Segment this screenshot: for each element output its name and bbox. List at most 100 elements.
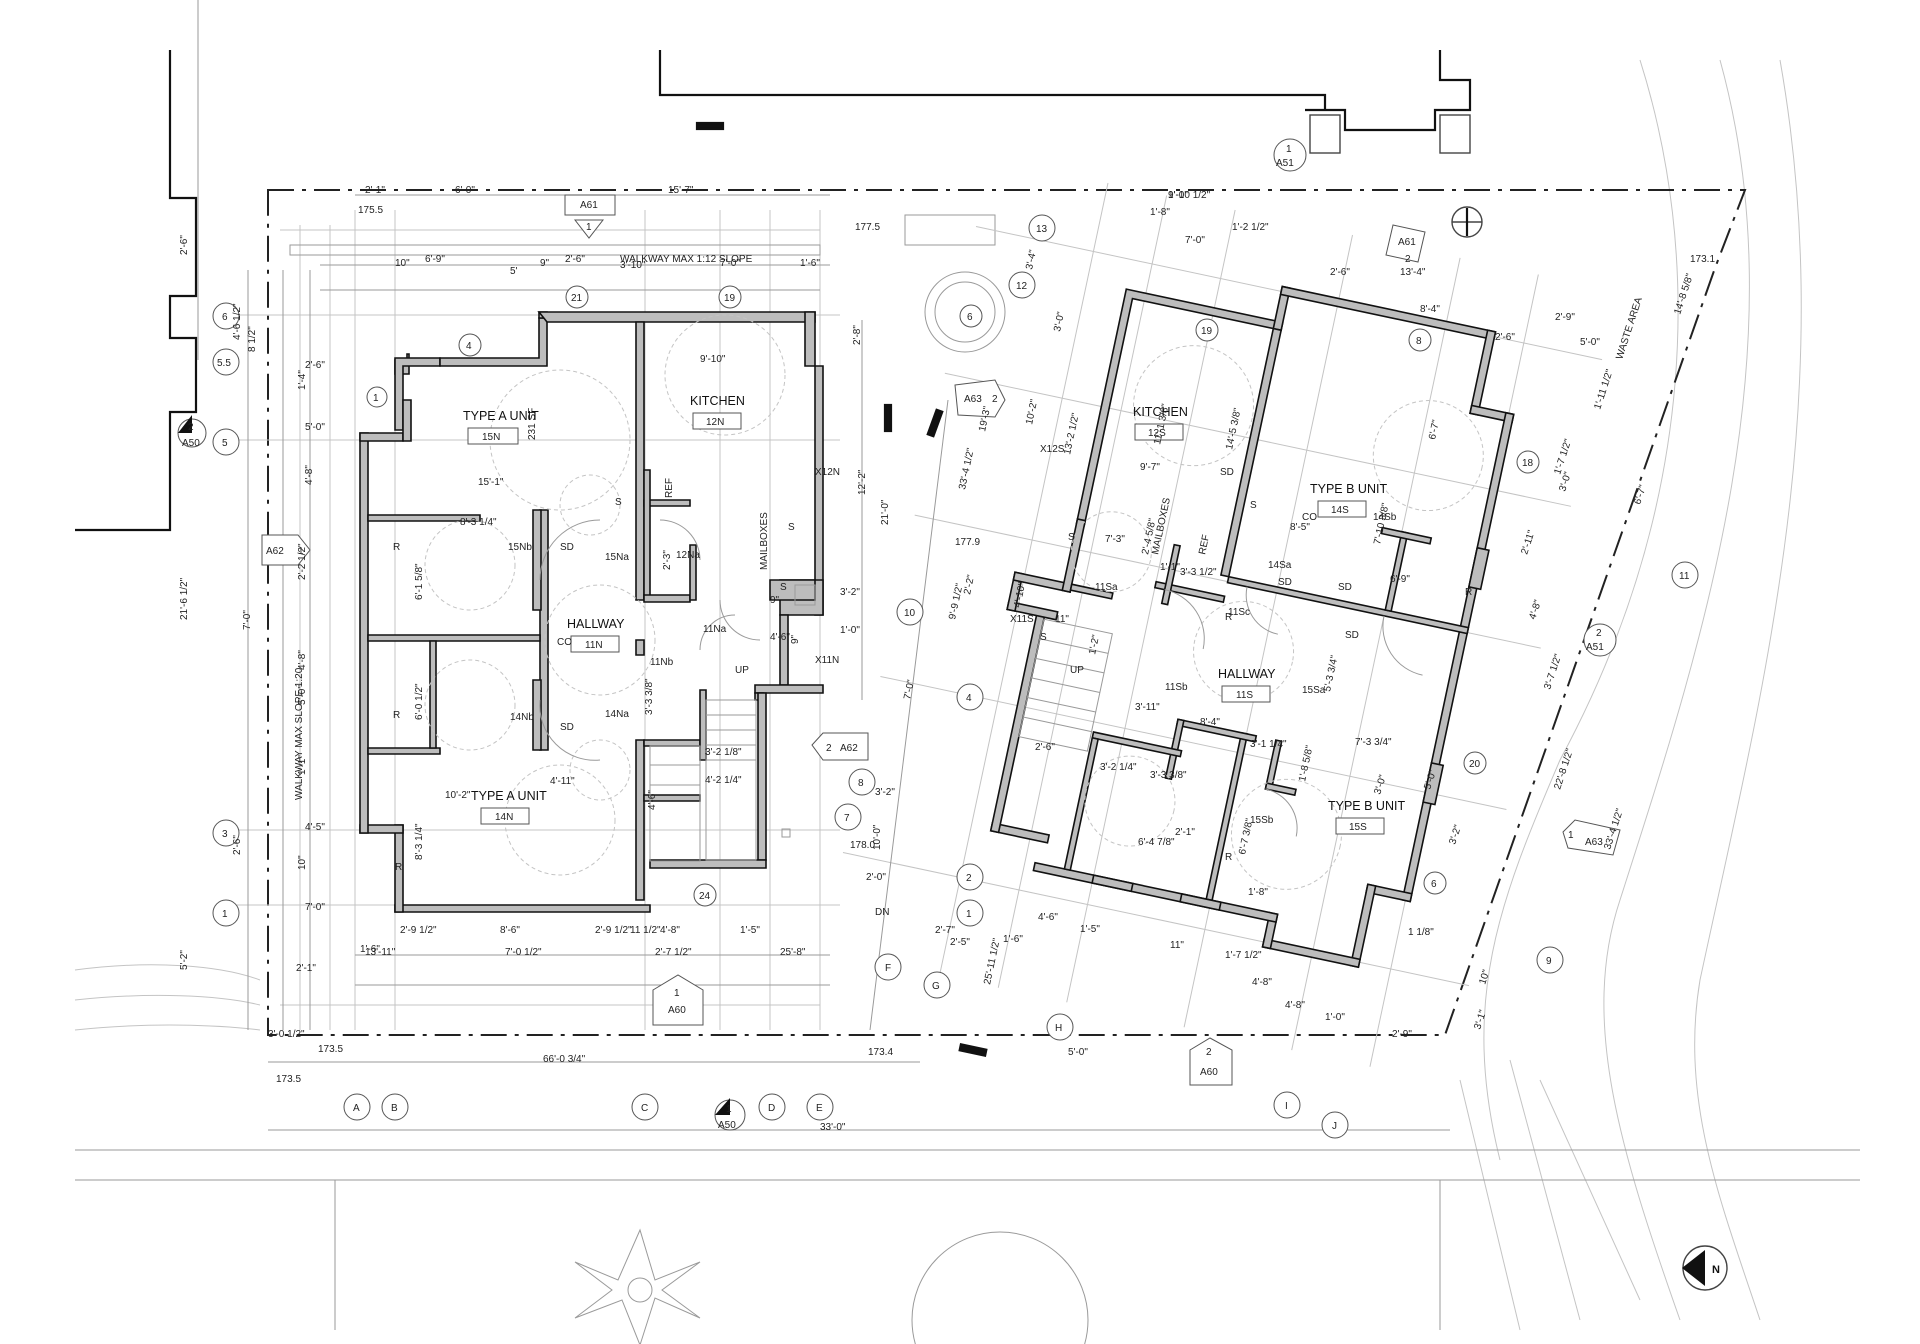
contour-line: [1483, 59, 1679, 1161]
dimension-text: 5': [510, 266, 518, 277]
dimension-text: 4'-6": [1038, 912, 1058, 923]
dimension-text: 8'-6": [500, 925, 520, 936]
svg-text:21: 21: [571, 293, 583, 304]
dimension-text: 33'-0": [820, 1122, 846, 1133]
room-tag: 11Sc: [1228, 607, 1250, 618]
ref-label: REF: [664, 478, 675, 498]
dimension-text: 2'-11": [1519, 529, 1537, 556]
dimension-text: 3'-1": [1472, 1008, 1489, 1031]
svg-text:B: B: [391, 1103, 398, 1114]
svg-text:19: 19: [1201, 326, 1213, 337]
dimension-text: 2'-2 1/2": [297, 543, 308, 580]
area-label: 231 SF: [527, 408, 538, 440]
grid-bubble: 6: [212, 302, 240, 330]
dimension-text: 9": [770, 595, 780, 606]
grid-bubble: A: [343, 1093, 371, 1121]
svg-text:2: 2: [826, 743, 832, 754]
walkway-top-label: WALKWAY MAX 1:12 SLOPE: [620, 254, 753, 265]
neighbor-pier: [1309, 114, 1341, 154]
svg-text:1: 1: [674, 988, 680, 999]
dimension-text: 15'-1": [478, 477, 504, 488]
room-tag: S: [1068, 532, 1075, 543]
contour-line: [74, 964, 261, 981]
dimension-text: 2'-6": [565, 254, 585, 265]
room-type-a-14n: TYPE A UNIT 14N: [471, 789, 547, 825]
svg-text:1: 1: [1286, 144, 1292, 155]
grid-bubble: 2: [956, 863, 984, 891]
room-tag: X11N: [815, 655, 839, 666]
contour-line: [1603, 59, 1750, 1321]
dimension-text: 9'-7": [1140, 462, 1160, 473]
svg-text:15S: 15S: [1349, 822, 1367, 833]
svg-text:TYPE B UNIT: TYPE B UNIT: [1310, 482, 1387, 496]
dimension-text: 15'-7": [668, 185, 694, 196]
dimension-text: 4'-11": [550, 776, 575, 787]
grid-bubble: D: [758, 1093, 786, 1121]
svg-text:2: 2: [966, 873, 972, 884]
room-tag: SD: [560, 542, 574, 553]
dimension-text: 3'-3 3/8": [1150, 770, 1187, 781]
dimension-text: 2'-1": [1175, 827, 1195, 838]
room-tag: 12Na: [676, 550, 700, 561]
section-marker-a50: 2 A50: [177, 415, 207, 449]
grid-bubble: 5.5: [212, 348, 240, 376]
spot-elevation: 173.5: [318, 1044, 343, 1055]
dimension-text: 10'-2": [1024, 398, 1040, 426]
svg-text:A51: A51: [1586, 642, 1604, 653]
dimension-text: 4'-5": [305, 822, 325, 833]
dimension-text: 4'-6": [770, 632, 790, 643]
grid-bubble: 20: [1463, 751, 1487, 775]
svg-text:1: 1: [966, 909, 972, 920]
section-marker-a61: A61 1: [564, 194, 616, 239]
right-building: [842, 182, 1603, 1067]
north-arrow-icon: [1451, 206, 1483, 238]
dimension-text: 3'-2": [1447, 823, 1464, 846]
dimension-text: 9": [790, 634, 801, 644]
dimension-text: 2'-8": [852, 325, 863, 345]
ref-label: REF: [1197, 534, 1212, 556]
svg-text:I: I: [1285, 1101, 1288, 1112]
dimension-text: 2'-6": [1495, 332, 1515, 343]
room-tag: X12N: [815, 467, 840, 478]
grid-bubble: 6: [1423, 871, 1447, 895]
svg-text:11S: 11S: [1236, 690, 1253, 701]
svg-text:G: G: [932, 981, 940, 992]
svg-text:F: F: [885, 963, 891, 974]
dimension-text: 13'-11": [365, 947, 396, 958]
dimension-text: 19'-3": [977, 405, 993, 433]
room-type-a-15n: TYPE A UNIT 15N: [463, 409, 539, 445]
site-context: [74, 50, 1860, 1344]
svg-text:A62: A62: [840, 743, 858, 754]
waste-area-label: WASTE AREA: [1614, 296, 1645, 361]
dimension-text: 1'-5": [740, 925, 760, 936]
dimension-text: 8'-4": [1420, 304, 1440, 315]
room-tag: 15Sb: [1250, 815, 1274, 826]
svg-text:N: N: [1712, 1264, 1720, 1276]
tree-circle-inner: [934, 281, 996, 343]
plaza-star-ornament: [574, 1228, 701, 1344]
grid-bubble: 4: [458, 333, 482, 357]
dimension-text: 3'-0": [1052, 310, 1067, 332]
section-marker-a51: 1 A51: [1273, 138, 1307, 172]
grid-bubble: E: [806, 1093, 834, 1121]
elevations: 175.5 177.5 173.1 178.0 177.9 173.5 173.…: [276, 205, 1715, 1085]
dimension-text: 3'-0 1/2": [268, 1029, 305, 1040]
room-tag: 15Nb: [508, 542, 532, 553]
svg-text:2: 2: [188, 422, 194, 433]
svg-text:7: 7: [844, 813, 850, 824]
grid-bubble: 1: [366, 386, 388, 408]
grid-letters: A B C D E F G H I J: [343, 953, 1349, 1139]
room-tag: SD: [1278, 577, 1292, 588]
dimension-text: 1'-6": [1003, 934, 1023, 945]
room-tag: 14Sa: [1268, 560, 1292, 571]
dimension-text: 1'-11 1/2": [1592, 368, 1615, 411]
dimension-text: 4'-8": [660, 925, 680, 936]
room-kitchen-12s: KITCHEN 12S: [1133, 405, 1188, 441]
grid-bubble: 1: [212, 899, 240, 927]
grid-numbers-left: 6 5.5 5 3 1: [212, 302, 240, 927]
svg-text:1: 1: [726, 1104, 732, 1115]
dimension-text: 1 1/8": [1408, 927, 1434, 938]
room-tag: 14Na: [605, 709, 629, 720]
dimension-text: 7'-0": [1185, 235, 1205, 246]
room-tag: S: [780, 582, 787, 593]
